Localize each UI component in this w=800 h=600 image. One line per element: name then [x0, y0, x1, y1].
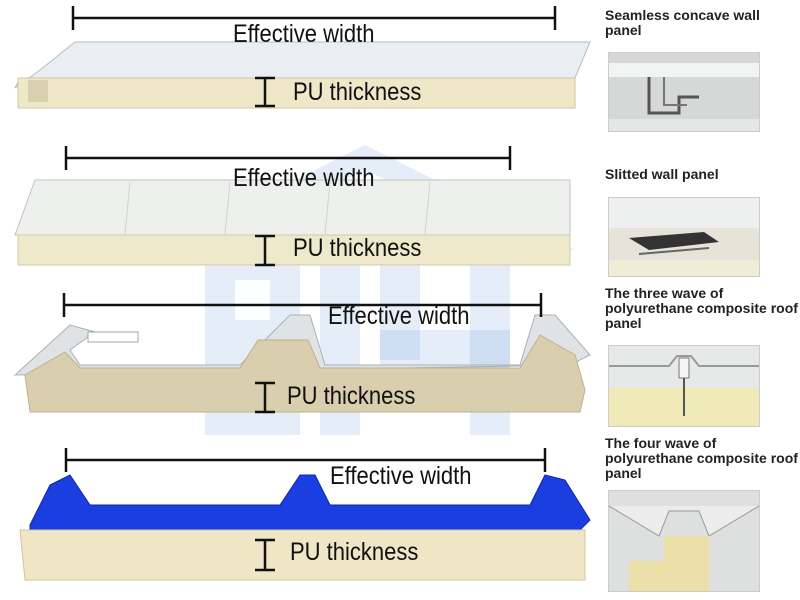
- detail-slitted: [608, 197, 760, 277]
- pu-thickness-label: PU thickness: [293, 78, 422, 106]
- effective-width-label: Effective width: [233, 20, 375, 48]
- four-wave-panel-drawing: [19, 448, 591, 581]
- panel-row-2: Effective width PU thickness: [0, 140, 595, 275]
- effective-width-label: Effective width: [330, 462, 472, 490]
- detail-three-wave: [608, 345, 760, 427]
- caption-slitted: Slitted wall panel: [605, 166, 719, 182]
- pu-thickness-label: PU thickness: [287, 382, 416, 410]
- detail-four-wave: [608, 490, 760, 592]
- three-wave-panel-drawing: [13, 293, 591, 414]
- seamless-concave-panel-drawing: [14, 6, 591, 109]
- caption-four-wave: The four wave of polyurethane composite …: [605, 435, 798, 481]
- caption-seamless-concave: Seamless concave wall panel: [605, 7, 760, 38]
- effective-width-label: Effective width: [328, 302, 470, 330]
- effective-width-label: Effective width: [233, 164, 375, 192]
- panel-row-4: Effective width PU thickness: [0, 430, 595, 600]
- detail-seamless-concave: [608, 52, 760, 132]
- pu-thickness-label: PU thickness: [290, 538, 419, 566]
- slitted-panel-drawing: [14, 146, 571, 267]
- pu-thickness-label: PU thickness: [293, 234, 422, 262]
- caption-three-wave: The three wave of polyurethane composite…: [605, 285, 798, 331]
- panel-row-3: Effective width PU thickness: [0, 280, 595, 420]
- panel-row-1: Effective width PU thickness: [0, 0, 595, 135]
